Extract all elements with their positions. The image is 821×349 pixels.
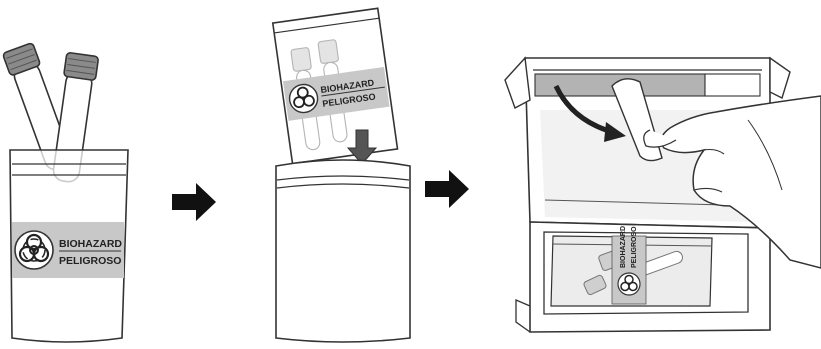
outer-pouch bbox=[276, 160, 410, 342]
arrow-right-icon bbox=[425, 170, 469, 208]
biohazard-icon bbox=[618, 273, 640, 295]
pouch-in-box: BIOHAZARD PELIGROSO bbox=[551, 226, 712, 306]
label-biohazard: BIOHAZARD bbox=[59, 238, 122, 250]
label-peligroso: PELIGROSO bbox=[631, 226, 638, 268]
label-peligroso: PELIGROSO bbox=[59, 255, 121, 267]
step-2-bag-into-pouch: BIOHAZARD PELIGROSO bbox=[273, 8, 410, 342]
step-3-shipping-box: BIOHAZARD PELIGROSO bbox=[505, 58, 821, 332]
inner-specimen-bag: BIOHAZARD PELIGROSO bbox=[273, 8, 398, 163]
label-biohazard: BIOHAZARD bbox=[620, 226, 627, 268]
arrow-right-icon bbox=[172, 183, 216, 221]
step-1-tubes-in-bag: BIOHAZARD PELIGROSO bbox=[2, 43, 128, 342]
biohazard-icon bbox=[15, 231, 53, 269]
